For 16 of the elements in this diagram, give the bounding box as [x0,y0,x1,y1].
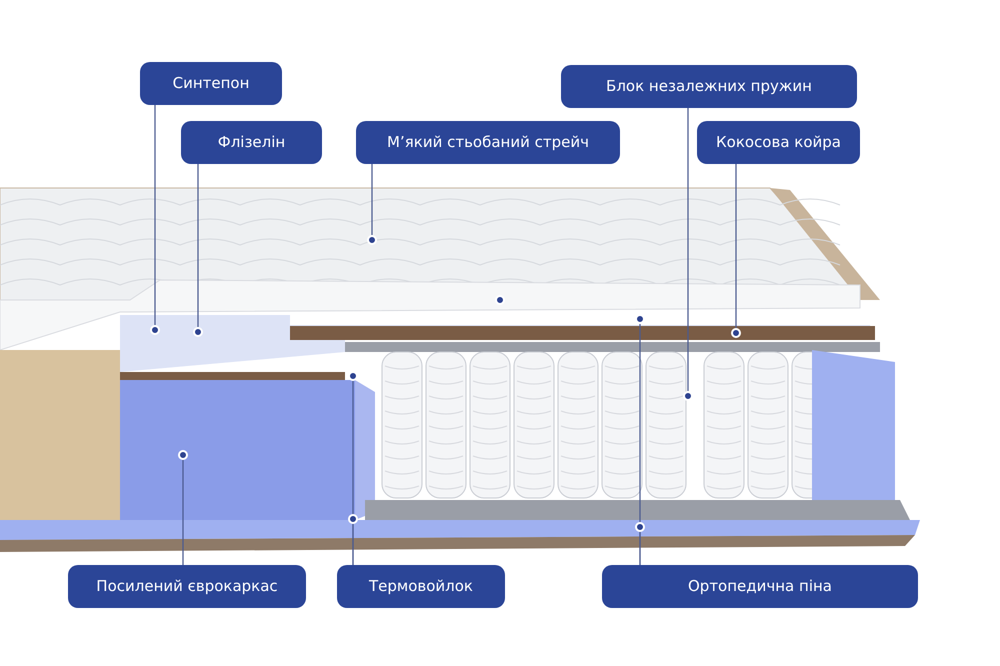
callout-label: Ортопедична піна [602,565,918,608]
leader-line [154,105,156,325]
callout-label: Блок незалежних пружин [561,65,857,108]
leader-line [687,108,689,391]
leader-line [371,164,373,235]
callout-label: Синтепон [140,62,282,105]
callout-label: Кокосова койра [697,121,860,164]
leader-line [639,532,641,565]
callout-label: Термовойлок [337,565,505,608]
callout-label: М’який стьобаний стрейч [356,121,620,164]
leader-line [197,164,199,327]
leader-line [735,164,737,328]
callout-label: Флізелін [181,121,322,164]
callout-label: Посилений єврокаркас [68,565,306,608]
leader-line [182,460,184,565]
leader-line [352,524,354,565]
